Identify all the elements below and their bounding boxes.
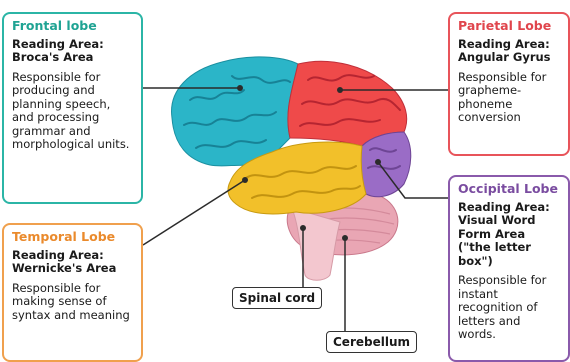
- frontal-description: Responsible for producing and planning s…: [12, 71, 133, 152]
- spinal-cord-label: Spinal cord: [232, 287, 322, 309]
- occipital-lobe-title: Occipital Lobe: [458, 182, 560, 196]
- temporal-lobe-title: Temporal Lobe: [12, 230, 133, 244]
- occipital-lobe-box: Occipital Lobe Reading Area: Visual Word…: [448, 175, 570, 362]
- temporal-lobe-box: Temporal Lobe Reading Area: Wernicke's A…: [2, 223, 143, 362]
- frontal-lobe-title: Frontal lobe: [12, 19, 133, 33]
- frontal-reading-area: Reading Area: Broca's Area: [12, 38, 133, 65]
- temporal-description: Responsible for making sense of syntax a…: [12, 282, 133, 323]
- parietal-lobe-title: Parietal Lobe: [458, 19, 560, 33]
- temporal-reading-area: Reading Area: Wernicke's Area: [12, 249, 133, 276]
- occipital-reading-area: Reading Area: Visual Word Form Area ("th…: [458, 201, 560, 269]
- parietal-lobe-box: Parietal Lobe Reading Area: Angular Gyru…: [448, 12, 570, 156]
- occipital-description: Responsible for instant recognition of l…: [458, 274, 560, 342]
- parietal-description: Responsible for grapheme-phoneme convers…: [458, 71, 560, 125]
- frontal-lobe-box: Frontal lobe Reading Area: Broca's Area …: [2, 12, 143, 204]
- cerebellum-label: Cerebellum: [326, 331, 417, 353]
- parietal-reading-area: Reading Area: Angular Gyrus: [458, 38, 560, 65]
- occipital-lobe-shape: [361, 132, 411, 197]
